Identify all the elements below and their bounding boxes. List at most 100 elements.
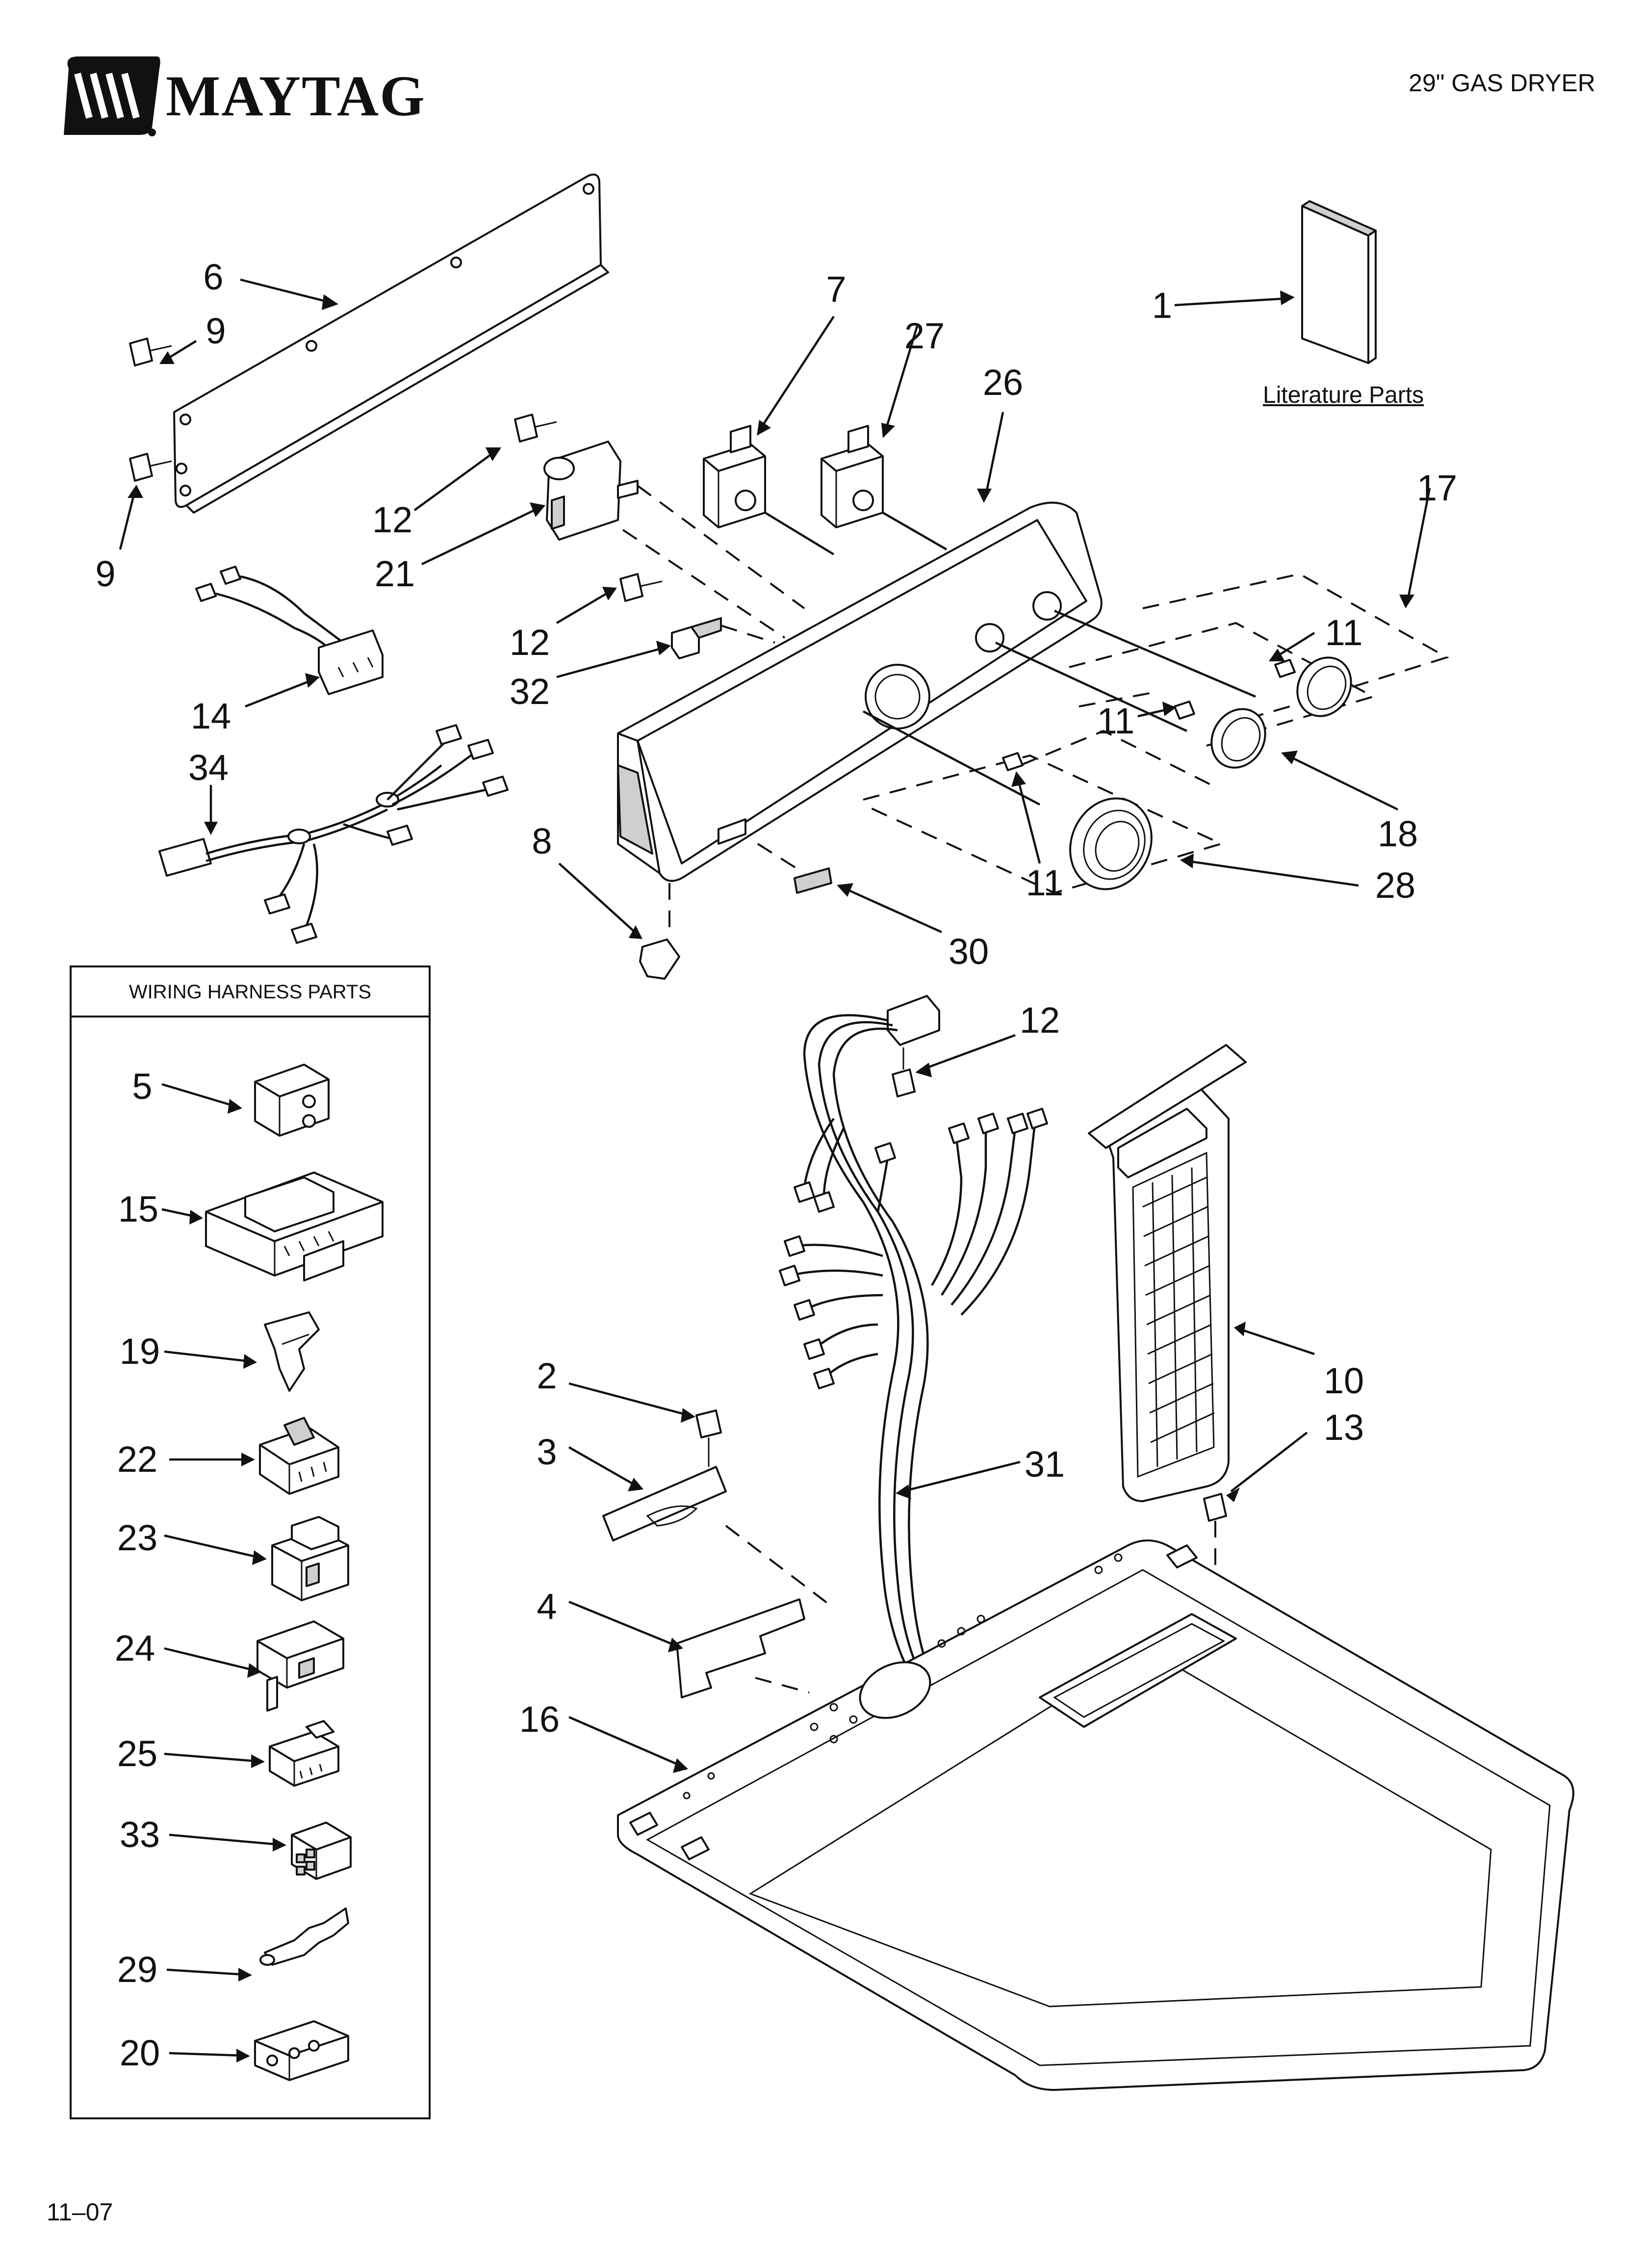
callout-10: 10 xyxy=(1324,1360,1364,1401)
clip-8 xyxy=(639,938,680,980)
leader-3 xyxy=(568,1446,639,1487)
knob-group-28-outline xyxy=(863,754,1224,894)
knob-group-17-outline xyxy=(1142,573,1449,717)
literature-booklet xyxy=(1301,200,1377,364)
knob-clip-11-low xyxy=(1002,752,1024,771)
callout-2: 2 xyxy=(537,1356,557,1396)
leader-12c xyxy=(922,1034,1016,1071)
leader-h29 xyxy=(166,1968,246,1976)
leader-h33 xyxy=(169,1833,280,1846)
callout-31: 31 xyxy=(1025,1444,1065,1485)
literature-parts-label: Literature Parts xyxy=(1263,382,1424,408)
callout-h20: 20 xyxy=(120,2033,160,2073)
harness-part-33 xyxy=(291,1822,352,1880)
switch-7 xyxy=(703,425,766,528)
callout-1: 1 xyxy=(1152,285,1172,326)
callout-9-lower: 9 xyxy=(95,553,115,594)
screw-9-upper xyxy=(129,338,172,366)
callout-17: 17 xyxy=(1417,468,1457,508)
knob-clip-11-top xyxy=(1274,659,1296,678)
screw-2 xyxy=(695,1409,722,1467)
callout-14: 14 xyxy=(191,696,231,736)
leader-18 xyxy=(1287,754,1398,811)
leader-9b xyxy=(119,490,136,550)
wire-harness-14 xyxy=(195,566,384,695)
timer-shaft-guide xyxy=(637,485,805,609)
switch-27 xyxy=(821,425,884,528)
harness-part-19 xyxy=(264,1311,320,1392)
screw-12-lower xyxy=(619,573,663,602)
callout-32: 32 xyxy=(510,671,550,712)
leader-11a xyxy=(1274,632,1315,658)
leader-h19 xyxy=(164,1350,251,1363)
leader-21 xyxy=(421,506,540,566)
leader-10 xyxy=(1240,1328,1315,1356)
callout-6: 6 xyxy=(203,257,223,297)
callout-11-low: 11 xyxy=(1026,862,1064,903)
leader-30 xyxy=(843,886,942,934)
leader-h23 xyxy=(164,1534,260,1559)
callout-30: 30 xyxy=(949,931,989,972)
leader-4 xyxy=(568,1600,677,1647)
wiring-harness-title: WIRING HARNESS PARTS xyxy=(72,967,429,1017)
callout-12-harness: 12 xyxy=(1020,1000,1060,1041)
harness-part-24 xyxy=(257,1620,344,1712)
leader-13 xyxy=(1230,1432,1308,1492)
callout-h22: 22 xyxy=(117,1439,157,1480)
callout-h19: 19 xyxy=(120,1331,160,1372)
callout-h29: 29 xyxy=(117,1949,157,1990)
leader-27 xyxy=(884,326,919,432)
dryer-top-panel xyxy=(617,1539,1574,2091)
knob-28-timer xyxy=(1069,797,1153,890)
lint-screen-filter xyxy=(1088,1044,1247,1502)
screw-12-harness xyxy=(892,1047,916,1097)
callout-26: 26 xyxy=(983,362,1023,403)
harness-part-23 xyxy=(271,1516,349,1601)
harness-part-5 xyxy=(254,1064,330,1137)
leader-8 xyxy=(558,862,639,936)
leader-h24 xyxy=(164,1647,256,1672)
callout-h15: 15 xyxy=(118,1189,158,1229)
knob-group-18-outline xyxy=(1069,622,1376,747)
harness-part-15 xyxy=(205,1172,384,1281)
knob-clip-11-mid xyxy=(1174,701,1195,720)
leader-17 xyxy=(1406,488,1431,601)
wiring-harness-parts-box: WIRING HARNESS PARTS xyxy=(70,965,431,2119)
callout-8: 8 xyxy=(532,821,552,861)
control-console-panel xyxy=(617,501,1103,882)
callout-h33: 33 xyxy=(120,1814,160,1855)
leader-11c xyxy=(1016,777,1041,864)
callout-13: 13 xyxy=(1324,1407,1364,1448)
callout-11-mid: 11 xyxy=(1097,701,1135,741)
harness-part-22 xyxy=(259,1417,339,1495)
leader-28 xyxy=(1186,860,1359,887)
timer-motor xyxy=(543,441,639,541)
knob-18 xyxy=(1210,708,1266,769)
callout-4: 4 xyxy=(537,1586,557,1627)
callout-12-lower: 12 xyxy=(510,622,550,663)
callout-3: 3 xyxy=(537,1432,557,1472)
leader-1 xyxy=(1174,297,1290,307)
leader-6 xyxy=(240,278,334,305)
callout-h24: 24 xyxy=(115,1628,155,1668)
harness-part-20 xyxy=(254,2020,349,2081)
callout-12-timer: 12 xyxy=(372,499,412,540)
harness-part-25 xyxy=(269,1720,339,1787)
harness-part-29-terminal xyxy=(259,1907,349,1966)
callout-18: 18 xyxy=(1378,813,1418,854)
maytag-logo: MAYTAG xyxy=(59,54,425,142)
leader-h5 xyxy=(161,1083,236,1108)
leader-31 xyxy=(902,1460,1021,1493)
decal-30 xyxy=(794,867,832,894)
page-title: 29" GAS DRYER xyxy=(1409,69,1595,97)
callout-h23: 23 xyxy=(117,1517,157,1558)
callout-34: 34 xyxy=(188,747,229,788)
plate-4 xyxy=(676,1598,805,1698)
callout-27: 27 xyxy=(904,315,945,356)
knob-17 xyxy=(1296,656,1352,717)
callout-11-top: 11 xyxy=(1325,612,1363,653)
bracket-3 xyxy=(602,1466,727,1541)
screw-12-timer xyxy=(514,414,557,443)
